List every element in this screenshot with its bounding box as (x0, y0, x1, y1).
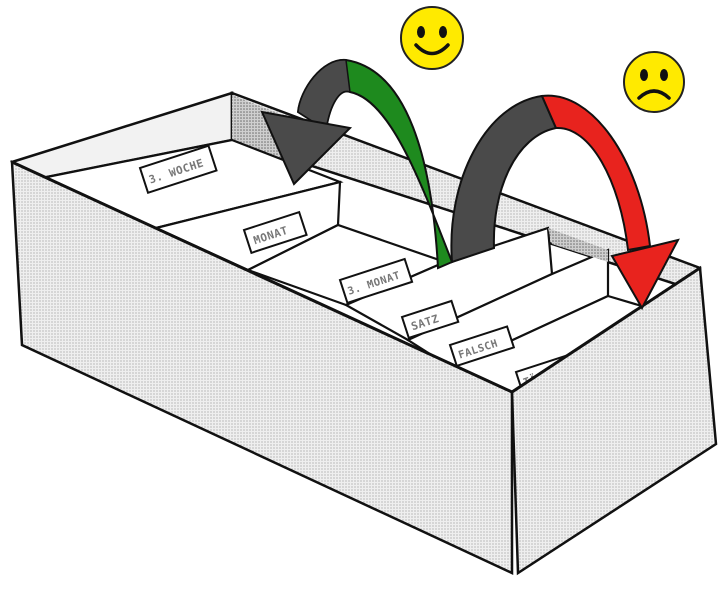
happy-face-circle (400, 6, 464, 70)
tab-5: FALSCH (448, 325, 516, 368)
tab-1: 3. WOCHE (138, 144, 218, 194)
grey-arrowhead-left (260, 110, 353, 186)
wrong-answer-arrow (450, 94, 680, 311)
happy-face-mouth (414, 43, 450, 56)
tab-4-box (400, 299, 460, 340)
tab-2-box (242, 210, 308, 255)
green-arc-shadow (297, 59, 351, 132)
tab-4: SATZ (400, 299, 460, 340)
correct-answer-arrow (260, 58, 454, 270)
card-stack-shade (548, 228, 608, 262)
happy-face-icon (400, 6, 464, 70)
divider-card-4 (343, 226, 554, 342)
tab-2: MONAT (242, 210, 308, 255)
sad-face-icon (623, 51, 685, 113)
happy-face-left-eye (417, 26, 425, 38)
sad-face-left-eye (640, 69, 648, 81)
tab-1-box (138, 144, 218, 194)
happy-face-right-eye (439, 26, 447, 38)
tab-3-box (338, 257, 414, 305)
sad-face-circle (623, 51, 685, 113)
tab-5-box (448, 325, 516, 368)
sad-face-mouth (637, 89, 671, 100)
box-top-rim (11, 160, 701, 394)
sad-face-right-eye (660, 69, 668, 81)
red-arrowhead (610, 238, 680, 311)
